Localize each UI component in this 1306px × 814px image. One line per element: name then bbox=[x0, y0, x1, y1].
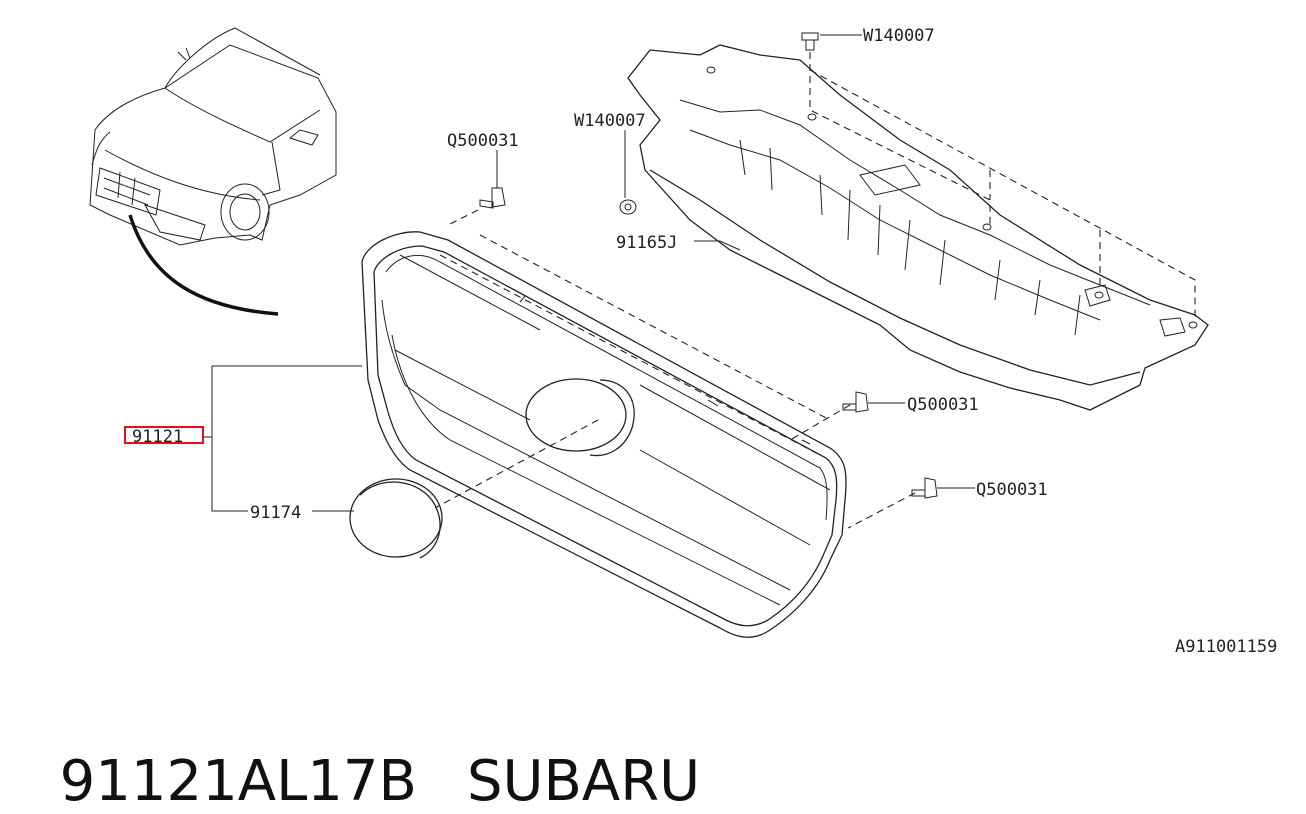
label-q500031-low: Q500031 bbox=[976, 480, 1048, 500]
part-number: 91121AL17B bbox=[59, 749, 417, 814]
label-w140007-top: W140007 bbox=[863, 26, 935, 46]
illustration-id: A911001159 bbox=[1175, 637, 1277, 657]
fastener-w140007-left bbox=[619, 130, 637, 215]
label-w140007-left: W140007 bbox=[574, 111, 646, 131]
car-illustration bbox=[89, 27, 337, 316]
emblem-91174 bbox=[349, 478, 443, 559]
fastener-q500031-mid bbox=[842, 391, 905, 413]
assembly-lines bbox=[434, 52, 1196, 529]
fastener-q500031-top bbox=[479, 150, 506, 209]
highlight-box-91121 bbox=[124, 426, 204, 444]
label-q500031-mid: Q500031 bbox=[907, 395, 979, 415]
label-91174: 91174 bbox=[250, 503, 301, 523]
label-91165j: 91165J bbox=[616, 233, 677, 253]
part-caption: 91121AL17B SUBARU bbox=[24, 684, 701, 814]
front-grille bbox=[361, 231, 847, 638]
label-q500031-top: Q500031 bbox=[447, 131, 519, 151]
brand-name: SUBARU bbox=[466, 749, 701, 814]
fastener-w140007-top bbox=[801, 32, 862, 51]
label-91121[interactable]: 91121 bbox=[132, 427, 183, 447]
fastener-q500031-low bbox=[911, 477, 975, 499]
leader-lines bbox=[202, 240, 741, 512]
upper-support-panel bbox=[627, 44, 1209, 411]
parts-diagram: W140007 W140007 Q500031 91165J Q500031 Q… bbox=[89, 26, 1277, 657]
